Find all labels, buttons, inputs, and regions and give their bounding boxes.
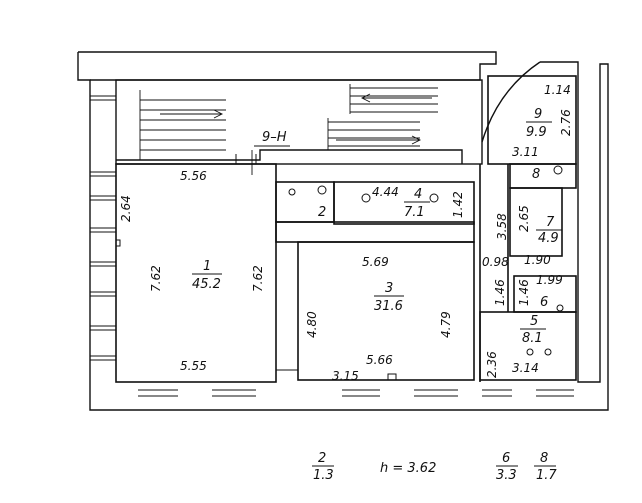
dim-r1-left-wall: 2.64 [119,195,133,222]
dim-r9-side: 2.76 [559,109,573,136]
room-3-area: 31.6 [374,299,403,314]
legend-room6-number: 6 [502,451,510,466]
stair-treads [139,84,438,175]
dim-r4-height: 1.42 [451,191,465,218]
room-5-number: 5 [530,314,538,329]
dim-r5-height: 2.36 [485,351,499,378]
room-3-number: 3 [385,281,393,296]
dim-r1-right: 7.62 [251,265,265,292]
room-4-area: 7.1 [404,205,425,220]
room-5-area: 8.1 [522,331,543,346]
door-marks [115,154,564,381]
legend-room8-area: 1.7 [536,468,557,483]
room-9-number: 9 [534,107,542,122]
corridor [275,221,475,243]
dim-r4-width: 4.44 [372,185,399,199]
room-1-number: 1 [203,259,211,274]
room-6-number: 6 [540,295,548,310]
legend-room2-number: 2 [318,451,326,466]
dim-r3-bottom: 5.66 [366,353,393,367]
dim-r9-bottom: 3.11 [512,145,539,159]
dim-r1-left: 7.62 [149,265,163,292]
dim-r3-top: 5.69 [362,255,389,269]
outer-wall [77,52,609,411]
dim-r9-top: 1.14 [544,83,571,97]
dim-r3-right: 4.79 [439,311,453,338]
dim-r3-bottom-small: 3.15 [332,369,359,383]
legend-room2-area: 1.3 [313,468,334,483]
room-1 [115,163,277,383]
stair-label: 9–H [262,130,287,145]
dim-r7-height: 2.65 [517,205,531,232]
room-1-area: 45.2 [192,277,221,292]
room-7-area: 4.9 [538,231,559,246]
stairwell [115,79,483,165]
room-4 [333,181,475,225]
dim-r6-left: 1.46 [493,279,507,306]
dim-corridor-width: 0.98 [482,255,509,269]
room-8 [509,163,577,189]
room-7-number: 7 [546,215,555,230]
dim-r6-height: 1.46 [517,279,531,306]
dim-r3-left: 4.80 [305,311,319,338]
bottom-windows [138,389,574,397]
room-4-number: 4 [414,187,422,202]
outer-wall-curve [481,61,541,143]
room-9-area: 9.9 [526,125,547,140]
dim-r7-left: 3.58 [495,213,509,240]
legend-height: h = 3.62 [380,461,436,476]
room-2-number: 2 [318,205,326,220]
left-windows [90,95,116,361]
legend-room6-area: 3.3 [496,468,517,483]
dim-r5-width: 3.14 [512,361,539,375]
dim-r1-bottom: 5.55 [180,359,207,373]
outer-wall-top [78,51,497,81]
dim-r6-width: 1.99 [536,273,563,287]
stair-wall [116,149,463,164]
room-8-number: 8 [532,167,540,182]
dim-r7-width: 1.90 [524,253,551,267]
legend-room8-number: 8 [540,451,548,466]
room-7 [509,187,563,257]
dim-r1-top: 5.56 [180,169,207,183]
